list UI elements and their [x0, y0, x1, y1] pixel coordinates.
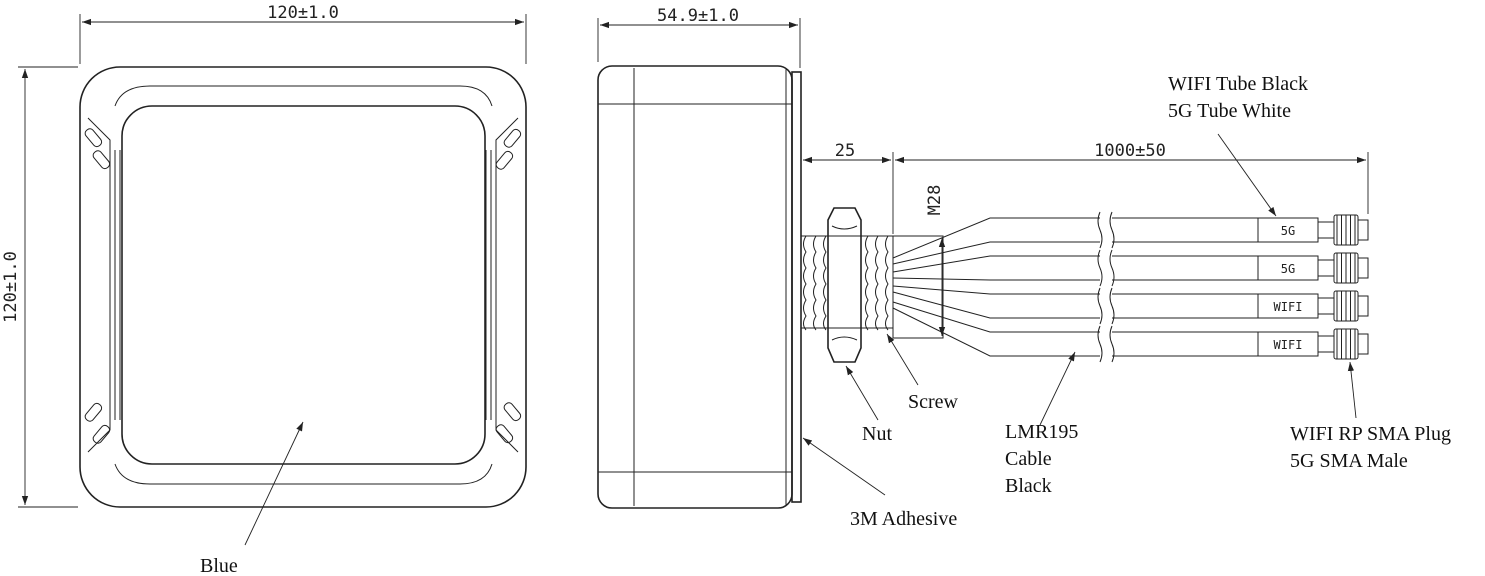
blue-leader: Blue — [200, 421, 304, 576]
cable-tube-tag: 5G — [1281, 262, 1295, 276]
nut-label: Nut — [862, 423, 892, 445]
sma-connector — [1317, 290, 1369, 322]
cable-type-line3: Black — [1005, 475, 1052, 497]
tube-color-line1: WIFI Tube Black — [1168, 73, 1308, 95]
front-view — [79, 66, 527, 508]
front-width-label: 120±1.0 — [267, 3, 339, 23]
cable-run: 5G — [892, 249, 1369, 287]
cable-type-leader: LMR195 Cable Black — [1005, 351, 1078, 497]
thread-length-label: 25 — [835, 141, 855, 161]
side-view — [597, 65, 802, 509]
cable-run: 5G — [892, 211, 1369, 265]
cable-type-line2: Cable — [1005, 448, 1052, 470]
front-height-label: 120±1.0 — [1, 251, 21, 323]
cable-type-line1: LMR195 — [1005, 421, 1078, 443]
cable-tube-tag: WIFI — [1274, 338, 1303, 352]
tube-color-line2: 5G Tube White — [1168, 100, 1291, 122]
screw-label: Screw — [908, 391, 959, 413]
connector-type-line1: WIFI RP SMA Plug — [1290, 423, 1451, 445]
sma-connector — [1317, 214, 1369, 246]
cable-run: WIFI — [892, 285, 1369, 325]
adhesive-leader: 3M Adhesive — [802, 437, 957, 530]
connector-type-line2: 5G SMA Male — [1290, 450, 1408, 472]
thread-size-dimension: M28 — [925, 185, 946, 336]
sma-connector — [1317, 252, 1369, 284]
front-width-dimension: 120±1.0 — [79, 3, 527, 64]
side-depth-label: 54.9±1.0 — [657, 6, 739, 26]
nut-leader: Nut — [845, 365, 892, 445]
threaded-mount — [800, 207, 944, 363]
tube-color-leader: WIFI Tube Black 5G Tube White — [1168, 73, 1308, 217]
cable-length-dimension: 1000±50 — [895, 141, 1369, 214]
side-depth-dimension: 54.9±1.0 — [597, 6, 801, 68]
cable-assembly: 5G 5G WIFI WIFI — [892, 211, 1369, 363]
cable-tube-tag: WIFI — [1274, 300, 1303, 314]
thread-size-label: M28 — [925, 185, 945, 216]
screw-leader: Screw — [886, 333, 959, 413]
cable-length-label: 1000±50 — [1094, 141, 1166, 161]
connector-type-leader: WIFI RP SMA Plug 5G SMA Male — [1290, 361, 1451, 472]
thread-length-dimension: 25 — [800, 141, 894, 234]
front-height-dimension: 120±1.0 — [1, 66, 78, 508]
adhesive-label: 3M Adhesive — [850, 508, 957, 530]
cable-run: WIFI — [892, 301, 1369, 363]
cable-tube-tag: 5G — [1281, 224, 1295, 238]
sma-connector — [1317, 328, 1369, 360]
blue-label: Blue — [200, 555, 238, 576]
